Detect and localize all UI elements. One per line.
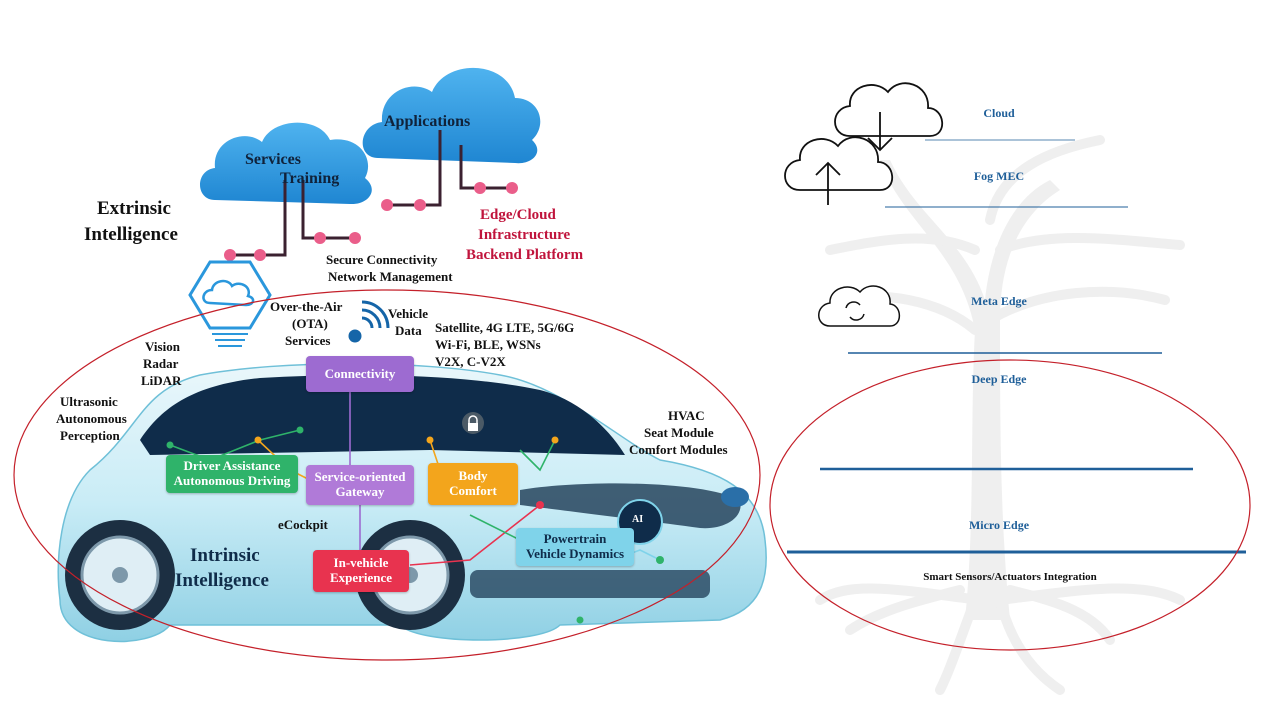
intrinsic-boundary-ellipse (13, 289, 761, 661)
ecockpit-label: eCockpit (278, 517, 328, 532)
ultrasonic-label-3: Perception (60, 428, 120, 443)
invehicle-box-line2: Experience (329, 570, 393, 585)
tier-deep-label: Deep Edge (971, 372, 1027, 386)
lock-icon (462, 412, 484, 434)
network-types-label-3: V2X, C-V2X (435, 354, 506, 369)
gateway-box-line2: Gateway (335, 484, 385, 499)
services-cloud-label: Services (245, 151, 301, 168)
in-vehicle-experience-box: In-vehicle Experience (313, 550, 409, 592)
sensors-label-vision: Vision (145, 339, 180, 354)
applications-cloud-shape (362, 67, 541, 164)
circuit-nodes (166, 426, 664, 624)
cloud-upload-icon (784, 136, 894, 205)
cloud-connectors (230, 130, 512, 257)
connectivity-box: Connectivity (306, 356, 414, 392)
hvac-label-3: Comfort Modules (629, 442, 728, 457)
ultrasonic-label-2: Autonomous (56, 411, 127, 426)
ultrasonic-label-1: Ultrasonic (60, 394, 118, 409)
powertrain-box-line2: Vehicle Dynamics (525, 546, 625, 561)
services-cloud-shape (200, 122, 372, 205)
hvac-label-2: Seat Module (644, 425, 714, 440)
extrinsic-label-line1: Extrinsic (97, 198, 171, 219)
edge-boundary-ellipse (769, 359, 1251, 651)
driver-box-line1: Driver Assistance (183, 458, 281, 474)
vehicle-data-label-1: Vehicle (388, 306, 428, 321)
body-comfort-box: Body Comfort (428, 463, 518, 505)
edge-tree-illustration (815, 135, 1185, 695)
connector-dots (224, 182, 518, 261)
vehicle-data-label-2: Data (395, 323, 422, 338)
hexagon-cloud-icon (188, 260, 272, 347)
ota-label-3: Services (285, 333, 331, 348)
network-types-label-1: Satellite, 4G LTE, 5G/6G (435, 320, 575, 335)
ota-label-2: (OTA) (292, 316, 328, 331)
applications-cloud-label: Applications (384, 113, 471, 130)
sensors-label-lidar: LiDAR (141, 373, 182, 388)
invehicle-box-line1: In-vehicle (333, 555, 389, 571)
hvac-label-1: HVAC (668, 408, 705, 423)
body-box-line1: Body (458, 468, 488, 484)
connectivity-box-label: Connectivity (324, 365, 396, 381)
ota-label-1: Over-the-Air (270, 299, 343, 314)
driver-box-line2: Autonomous Driving (173, 473, 291, 488)
wifi-icon (348, 300, 390, 343)
network-types-label-2: Wi-Fi, BLE, WSNs (435, 337, 541, 352)
tier-lines (787, 139, 1246, 554)
sensors-label-radar: Radar (143, 356, 179, 371)
tier-meta-label: Meta Edge (971, 294, 1027, 308)
edge-cloud-label-3: Backend Platform (466, 247, 584, 263)
network-management-label: Network Management (328, 269, 453, 284)
tier-sensors-label: Smart Sensors/Actuators Integration (923, 571, 1097, 583)
driver-assistance-box: Driver Assistance Autonomous Driving (166, 455, 298, 493)
intrinsic-label-line1: Intrinsic (190, 545, 260, 566)
powertrain-box: Powertrain Vehicle Dynamics (516, 528, 634, 566)
tier-micro-label: Micro Edge (968, 518, 1030, 532)
edge-cloud-label-2: Infrastructure (478, 227, 571, 243)
body-box-line2: Comfort (449, 483, 497, 498)
training-cloud-label: Training (280, 170, 340, 187)
ai-chip-label: AI (632, 514, 644, 525)
secure-connectivity-label: Secure Connectivity (326, 252, 438, 267)
tier-fog-label: Fog MEC (973, 169, 1025, 183)
gateway-box-line1: Service-oriented (314, 469, 406, 485)
edge-cloud-label-1: Edge/Cloud (480, 207, 556, 223)
tier-cloud-label: Cloud (983, 106, 1015, 120)
powertrain-box-line1: Powertrain (543, 531, 607, 547)
gateway-box: Service-oriented Gateway (306, 465, 414, 505)
extrinsic-label-line2: Intelligence (84, 224, 178, 245)
cloud-download-icon (834, 82, 944, 152)
intrinsic-label-line2: Intelligence (175, 570, 269, 591)
cloud-sync-icon (818, 285, 901, 327)
